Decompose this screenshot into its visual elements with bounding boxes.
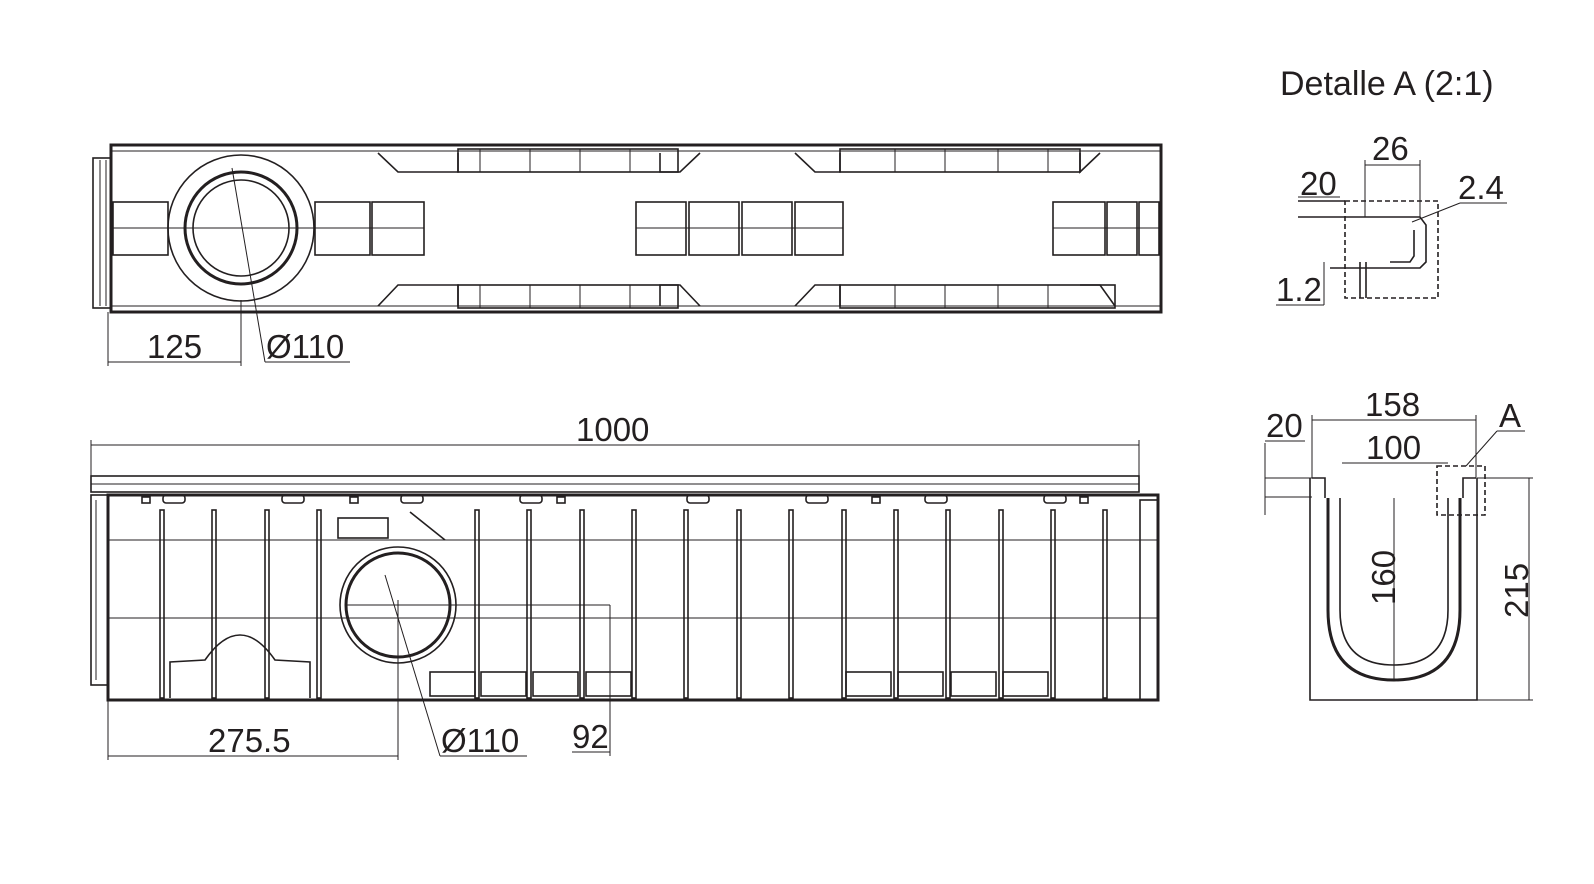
- side-dimension-275: 275.5: [107, 600, 399, 760]
- side-rail-slots: [141, 494, 1089, 504]
- plan-dimension-125: 125: [107, 300, 242, 366]
- side-length-label: 1000: [576, 411, 649, 448]
- plan-middle-cells: [635, 201, 844, 256]
- plan-view: 125 Ø110: [92, 143, 1163, 366]
- detail-a: Detalle A (2:1) 26 20 2.4 1.2: [1276, 65, 1507, 308]
- side-pipe-outlet: [337, 511, 610, 664]
- side-height-label: 92: [572, 718, 609, 755]
- side-pipe-diameter-label: Ø110: [441, 722, 519, 759]
- section-detail-label: A: [1499, 397, 1521, 434]
- side-vertical-ribs: [108, 509, 1158, 699]
- side-bottom-cells: [169, 634, 1049, 698]
- side-dimension-1000: 1000: [90, 411, 1140, 480]
- detail-bottom-label: 1.2: [1276, 271, 1322, 308]
- plan-pipe-diameter-label: Ø110: [266, 328, 344, 365]
- plan-top-ribs: [377, 148, 1101, 174]
- detail-title: Detalle A (2:1): [1280, 65, 1494, 103]
- side-view: 1000: [90, 411, 1160, 760]
- side-dimension-92: 92: [572, 605, 611, 756]
- section-outer-width-label: 158: [1365, 386, 1420, 423]
- plan-pipe-outlet: [167, 154, 315, 302]
- section-flange-label: 20: [1266, 407, 1303, 444]
- plan-right-cells: [1052, 201, 1160, 256]
- detail-left-label: 20: [1300, 165, 1337, 202]
- side-offset-label: 275.5: [208, 722, 291, 759]
- section-view: 158 100 20 A 160 215: [1264, 386, 1535, 701]
- detail-top-label: 26: [1372, 130, 1409, 167]
- plan-dimension-diameter: Ø110: [231, 167, 350, 365]
- section-inner-width-label: 100: [1366, 429, 1421, 466]
- section-height-label: 215: [1498, 563, 1535, 618]
- section-depth-label: 160: [1365, 550, 1402, 605]
- plan-offset-label: 125: [147, 328, 202, 365]
- plan-bottom-ribs: [377, 284, 1116, 309]
- side-dimension-diameter: Ø110: [384, 574, 527, 759]
- detail-right-label: 2.4: [1458, 169, 1504, 206]
